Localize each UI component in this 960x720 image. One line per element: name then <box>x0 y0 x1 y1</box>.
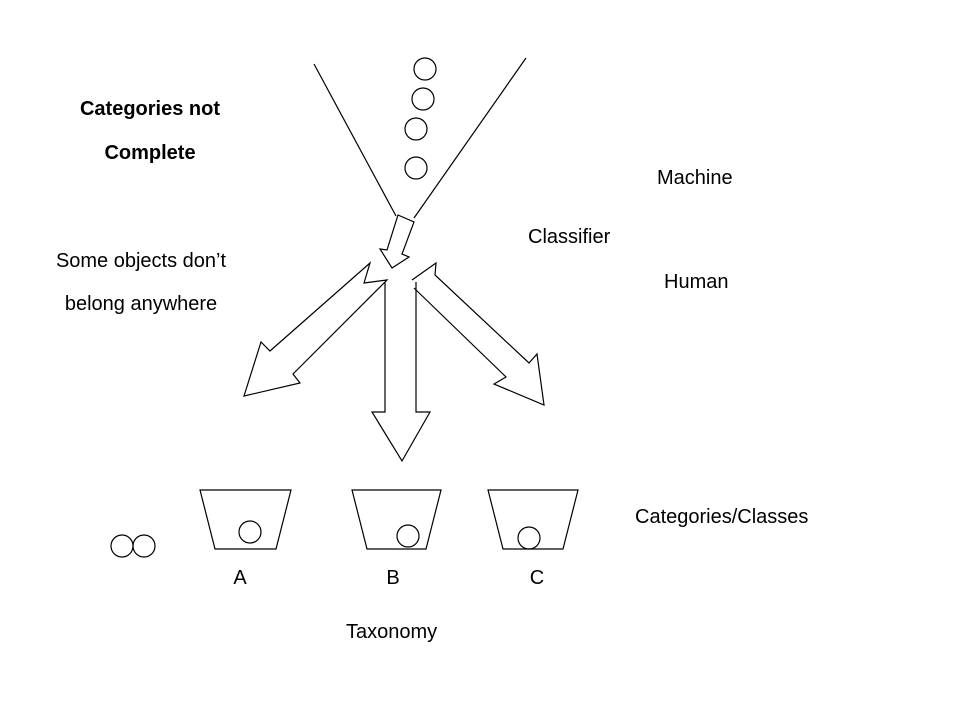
categories-not-complete-line2: Complete <box>104 142 196 164</box>
human-label: Human <box>664 271 729 293</box>
some-objects-line2: belong anywhere <box>64 293 218 315</box>
bin-a-label: A <box>233 567 247 589</box>
bin-b-label: B <box>386 567 400 589</box>
taxonomy-label: Taxonomy <box>346 621 438 643</box>
unassigned-object <box>110 534 134 558</box>
object-in-bin-b <box>396 524 420 548</box>
arrow-to-c <box>411 261 545 406</box>
bin-b <box>351 489 442 550</box>
bin-a <box>199 489 292 550</box>
arrow-to-a <box>243 261 389 397</box>
machine-label: Machine <box>657 167 733 189</box>
some-objects-line1: Some objects don’t <box>55 250 227 272</box>
unassigned-objects <box>110 534 156 558</box>
categories-classes-label: Categories/Classes <box>635 506 809 528</box>
funnel-output-arrow <box>378 214 415 269</box>
arrow-to-b <box>370 282 432 463</box>
incoming-objects <box>404 57 437 180</box>
incoming-object <box>413 57 437 81</box>
bin-c <box>487 489 579 550</box>
bin-c-label: C <box>529 567 545 589</box>
funnel <box>313 57 527 219</box>
incoming-object <box>411 87 435 111</box>
incoming-object <box>404 156 428 180</box>
incoming-object <box>404 117 428 141</box>
object-in-bin-c <box>517 526 541 550</box>
unassigned-object <box>132 534 156 558</box>
object-in-bin-a <box>238 520 262 544</box>
categories-not-complete-line1: Categories not <box>79 98 221 120</box>
classifier-label: Classifier <box>528 226 611 248</box>
